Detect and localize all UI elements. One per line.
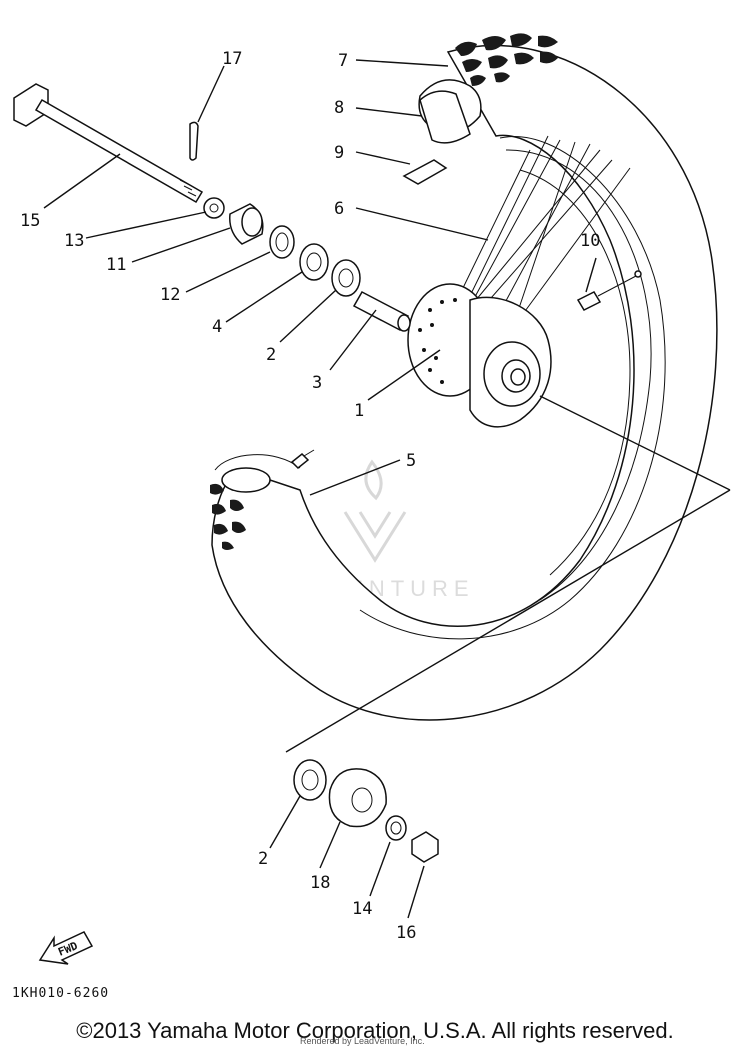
callout-16: 16 [396, 923, 416, 943]
callout-5: 5 [406, 451, 416, 471]
callout-1: 1 [354, 401, 364, 421]
part-code: 1KH010-6260 [12, 986, 110, 1001]
callout-13: 13 [64, 231, 84, 251]
copyright-text: ©2013 Yamaha Motor Corporation, U.S.A. A… [76, 1018, 674, 1043]
callout-3: 3 [312, 373, 322, 393]
callout-2-upper: 2 [266, 345, 276, 365]
callout-15: 15 [20, 211, 40, 231]
callout-9: 9 [334, 143, 344, 163]
callout-14: 14 [352, 899, 372, 919]
callout-18: 18 [310, 873, 330, 893]
oil-seal-12 [269, 225, 295, 259]
rendered-by-text: Rendered by LeadVenture, Inc. [300, 1036, 425, 1046]
callout-6: 6 [334, 199, 344, 219]
washer-14 [385, 815, 407, 841]
spacer-3 [352, 291, 411, 332]
hub-holes [418, 298, 457, 384]
leader-lines [43, 59, 731, 919]
callout-7: 7 [338, 51, 348, 71]
bearing-4 [299, 243, 329, 281]
nut-16 [411, 831, 439, 863]
spokes [461, 135, 631, 321]
callout-labels: 7 8 9 17 15 6 13 10 11 12 4 2 3 1 5 2 18… [20, 49, 600, 943]
callout-2-lower: 2 [258, 849, 268, 869]
tube-section [402, 79, 482, 185]
axle [13, 83, 204, 204]
bolt-10 [576, 270, 642, 311]
bearing-2-top [331, 259, 361, 297]
tire [210, 33, 718, 721]
cotter-pin [189, 121, 199, 161]
collar-11 [229, 203, 264, 245]
bearing-2-bottom [293, 759, 327, 801]
washer-13 [203, 197, 225, 219]
callout-11: 11 [106, 255, 126, 275]
callout-17: 17 [222, 49, 242, 69]
tire-tread-top [455, 33, 558, 86]
callout-8: 8 [334, 98, 344, 118]
callout-4: 4 [212, 317, 222, 337]
meter-gear-18 [328, 768, 387, 828]
callout-10: 10 [580, 231, 600, 251]
fwd-arrow-icon: FWD [38, 931, 94, 965]
hub [407, 283, 552, 428]
callout-12: 12 [160, 285, 180, 305]
